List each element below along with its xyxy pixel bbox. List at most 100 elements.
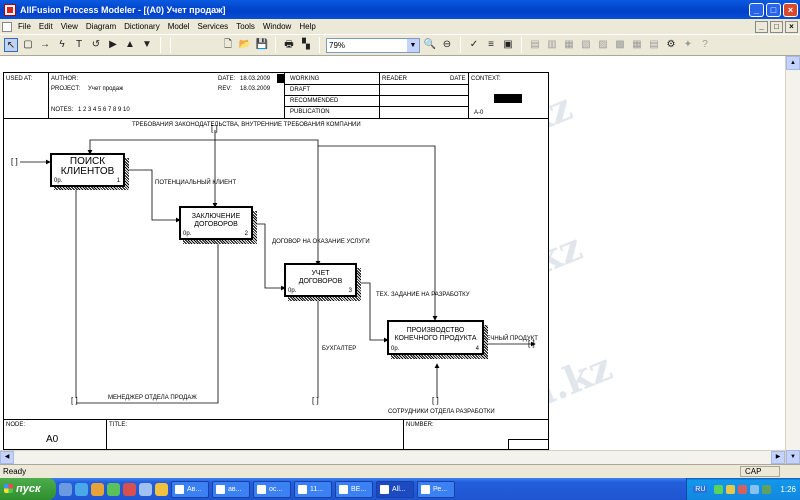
activity-box-1[interactable]: ПОИСК КЛИЕНТОВ 0р. 1 — [50, 153, 125, 187]
menu-edit[interactable]: Edit — [38, 22, 53, 31]
quicklaunch-app-icon[interactable] — [155, 482, 168, 496]
go-to-child-icon[interactable]: ▼ — [142, 39, 152, 50]
quicklaunch-desktop-icon[interactable] — [59, 482, 72, 496]
quicklaunch-app-icon[interactable] — [123, 482, 136, 496]
context-label: CONTEXT: — [471, 76, 501, 82]
menu-diagram[interactable]: Diagram — [85, 22, 117, 31]
save-icon[interactable]: 💾 — [255, 39, 269, 50]
tech-task-label[interactable]: ТЕХ. ЗАДАНИЕ НА РАЗРАБОТКУ — [376, 292, 470, 298]
final-product-label[interactable]: КОНЕЧНЫЙ ПРОДУКТ — [474, 336, 538, 342]
model-explorer-icon[interactable]: ✓ — [469, 39, 479, 50]
vertical-scrollbar[interactable]: ▲ ▼ — [785, 56, 800, 464]
go-to-sibling-icon[interactable]: ▶ — [109, 39, 117, 50]
task-button[interactable]: ВЕ... — [335, 480, 373, 498]
menu-help[interactable]: Help — [299, 22, 316, 31]
menu-services[interactable]: Services — [197, 22, 229, 31]
mart-options-icon[interactable]: ✦ — [683, 39, 693, 50]
mart-disconnect-icon[interactable]: ▥ — [547, 39, 557, 50]
tray-antivirus-icon[interactable] — [738, 484, 748, 494]
mart-connect-icon[interactable]: ▤ — [530, 39, 540, 50]
potential-client-label[interactable]: ПОТЕНЦИАЛЬНЫЙ КЛИЕНТ — [155, 180, 237, 186]
quicklaunch-media-icon[interactable] — [91, 482, 104, 496]
menu-dictionary[interactable]: Dictionary — [124, 22, 160, 31]
menu-view[interactable]: View — [60, 22, 78, 31]
arrow-tool-icon[interactable]: → — [40, 39, 50, 50]
sales-manager-arrow-branch — [76, 239, 221, 404]
menu-file[interactable]: File — [18, 22, 31, 31]
zoom-out-icon[interactable]: ⊖ — [442, 39, 452, 50]
spell-check-icon[interactable]: ≡ — [488, 39, 494, 50]
menu-model[interactable]: Model — [167, 22, 190, 31]
control-label[interactable]: ТРЕБОВАНИЯ ЗАКОНОДАТЕЛЬСТВА, ВНУТРЕННИЕ … — [132, 122, 361, 128]
task-button[interactable]: Ав... — [171, 480, 209, 498]
scroll-down-icon[interactable]: ▼ — [786, 450, 800, 464]
diagram-dictionary-icon[interactable]: ↺ — [91, 39, 101, 50]
toolbar-separator — [170, 37, 171, 53]
date-label: DATE: — [218, 76, 236, 82]
go-to-parent-icon[interactable]: ▲ — [125, 39, 135, 50]
tray-security-icon[interactable] — [726, 484, 736, 494]
clock[interactable]: 1:26 — [780, 484, 796, 494]
task-button[interactable]: Ре... — [417, 480, 455, 498]
quicklaunch-app-icon[interactable] — [139, 482, 152, 496]
mart-lock-icon[interactable]: ▨ — [598, 39, 608, 50]
mart-help-icon[interactable]: ? — [702, 39, 708, 50]
new-file-icon[interactable]: 🗋 — [223, 39, 233, 50]
window-title: AllFusion Process Modeler - [(A0) Учет п… — [20, 4, 226, 15]
doc-close-button[interactable]: × — [785, 20, 798, 33]
service-contract-label[interactable]: ДОГОВОР НА ОКАЗАНИЕ УСЛУГИ — [272, 239, 370, 245]
color-icon[interactable]: ▚ — [302, 39, 310, 50]
quicklaunch-ie-icon[interactable] — [75, 482, 88, 496]
scroll-right-icon[interactable]: ▶ — [771, 451, 785, 464]
language-indicator[interactable]: RU — [693, 485, 708, 493]
accountant-label[interactable]: БУХГАЛТЕР — [322, 346, 357, 352]
scroll-left-icon[interactable]: ◀ — [0, 451, 14, 464]
print-icon[interactable]: 🖶 — [284, 39, 294, 50]
activity-box-2[interactable]: ЗАКЛЮЧЕНИЕ ДОГОВОРОВ 0р. 2 — [179, 206, 253, 240]
task-button[interactable]: ос... — [253, 480, 291, 498]
dev-staff-label[interactable]: СОТРУДНИКИ ОТДЕЛА РАЗРАБОТКИ — [388, 409, 495, 415]
horizontal-scrollbar[interactable]: ◀ ▶ — [0, 450, 785, 464]
document-icon[interactable] — [2, 21, 12, 32]
mart-open-icon[interactable]: ▦ — [564, 39, 574, 50]
zoom-select[interactable]: 79% ▼ — [326, 37, 420, 53]
task-button-active[interactable]: All... — [376, 480, 414, 498]
start-button[interactable]: пуск — [0, 478, 56, 500]
mart-save-icon[interactable]: ▧ — [581, 39, 591, 50]
doc-restore-button[interactable]: □ — [770, 20, 783, 33]
menu-tools[interactable]: Tools — [236, 22, 255, 31]
mart-users-icon[interactable]: ⚙ — [666, 39, 676, 50]
mart-merge-icon[interactable]: ▩ — [615, 39, 625, 50]
box-tool-icon[interactable]: ▢ — [23, 39, 33, 50]
context-node: A-0 — [474, 110, 484, 116]
squiggle-tool-icon[interactable]: ϟ — [59, 39, 65, 50]
open-folder-icon[interactable]: 📂 — [238, 39, 252, 50]
toolbar-separator — [160, 37, 161, 53]
chevron-down-icon[interactable]: ▼ — [407, 38, 419, 52]
status-text: Ready — [3, 467, 27, 476]
tunnel-mark: [ ] — [71, 396, 78, 405]
notes-label: NOTES: — [51, 107, 74, 113]
mart-compare-icon[interactable]: ▦ — [632, 39, 642, 50]
activity-box-4[interactable]: ПРОИЗВОДСТВО КОНЕЧНОГО ПРОДУКТА 0р. 4 — [387, 320, 484, 355]
model-mart-icon[interactable]: ▣ — [503, 39, 513, 50]
minimize-button[interactable]: _ — [749, 2, 764, 17]
status-draft: DRAFT — [290, 87, 310, 93]
tray-volume-icon[interactable] — [750, 484, 760, 494]
mart-report-icon[interactable]: ▤ — [649, 39, 659, 50]
menu-window[interactable]: Window — [262, 22, 292, 31]
maximize-button[interactable]: □ — [766, 2, 781, 17]
close-button[interactable]: × — [783, 2, 798, 17]
task-button[interactable]: 11... — [294, 480, 332, 498]
tray-app-icon[interactable] — [762, 484, 772, 494]
activity-box-3[interactable]: УЧЕТ ДОГОВОРОВ 0р. 3 — [284, 263, 357, 297]
tray-network-icon[interactable] — [714, 484, 724, 494]
zoom-in-icon[interactable]: 🔍 — [423, 39, 437, 50]
quicklaunch-app-icon[interactable] — [107, 482, 120, 496]
text-tool-icon[interactable]: T — [75, 39, 83, 50]
doc-minimize-button[interactable]: _ — [755, 20, 768, 33]
scroll-up-icon[interactable]: ▲ — [786, 56, 800, 70]
task-button[interactable]: ав... — [212, 480, 250, 498]
sales-manager-label[interactable]: МЕНЕДЖЕР ОТДЕЛА ПРОДАЖ — [108, 395, 197, 401]
pointer-tool-icon[interactable]: ↖ — [4, 38, 18, 52]
